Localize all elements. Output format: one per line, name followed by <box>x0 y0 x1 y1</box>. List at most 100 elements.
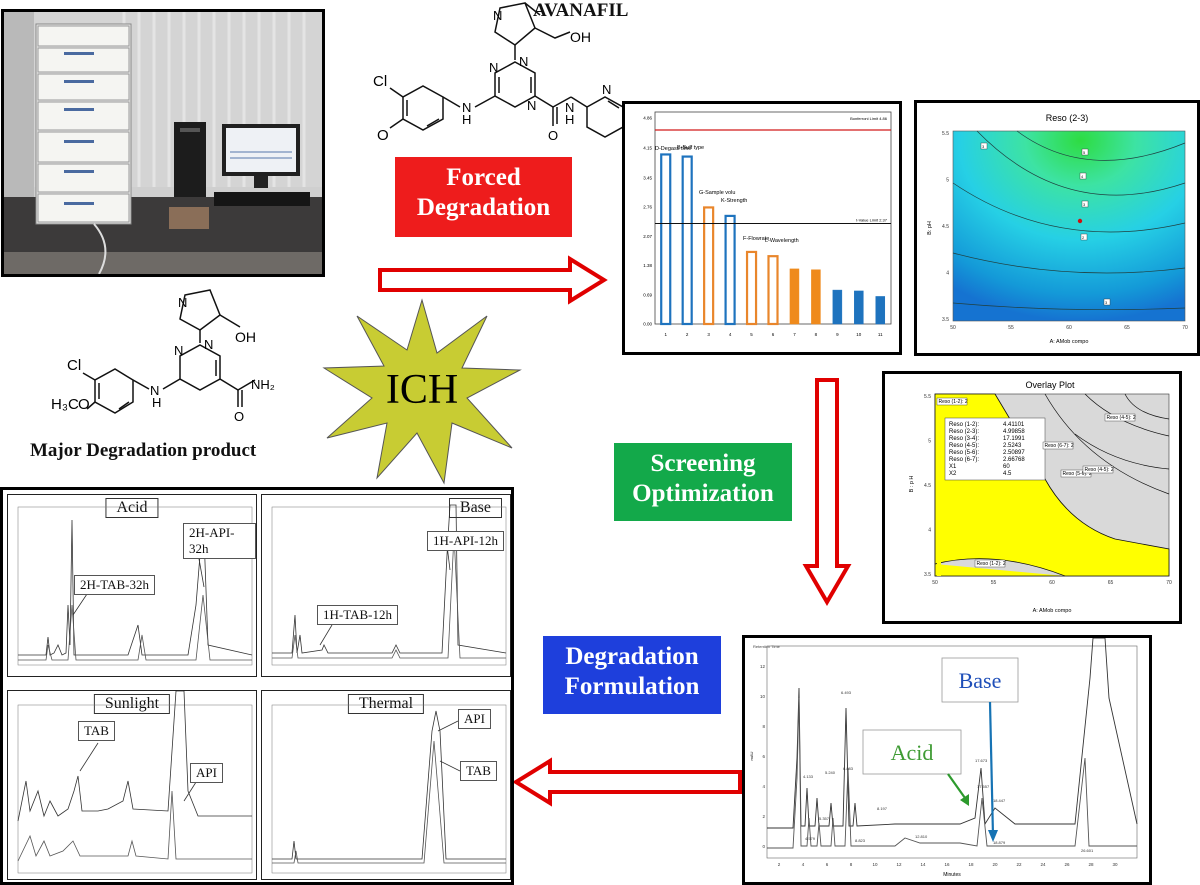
pareto-ytick: 2.07 <box>643 234 652 239</box>
degradant-oxo: O <box>234 409 244 424</box>
avanafil-n3: N <box>489 60 498 75</box>
acid-callout-label: Acid <box>891 740 934 765</box>
formulation-ytick: 10 <box>760 694 766 699</box>
degradant-nh-n: N <box>150 383 159 398</box>
degradant-h3c: H₃C <box>51 396 79 413</box>
axis-xtick: 50 <box>950 325 956 331</box>
contour-label-1: 3 <box>982 144 985 149</box>
sunlight-panel: Sunlight TAB API <box>7 690 257 880</box>
formulation-xtick: 18 <box>968 862 974 867</box>
formulation-xtick: 14 <box>920 862 926 867</box>
pareto-bar <box>767 255 779 326</box>
axis-xtick: 65 <box>1108 580 1114 586</box>
formulation-ytick: 2 <box>762 814 765 819</box>
base-trace-1 <box>272 504 507 654</box>
overlay-tag-box <box>936 397 968 406</box>
base-tag-api: 1H-API-12h <box>427 531 504 551</box>
acid-trace-2 <box>18 594 252 661</box>
overlay-readout-key: X1 <box>949 464 957 470</box>
degradation-formulation-banner: Degradation Formulation <box>543 636 721 714</box>
formulation-peak-label: 17.557 <box>977 784 990 789</box>
pareto-bar <box>703 206 715 326</box>
contour-design-point <box>1077 218 1083 224</box>
axis-ytick: 5 <box>928 439 931 445</box>
arrow-right-top <box>378 255 608 305</box>
acid-title: Acid <box>105 498 159 518</box>
axis-ytick: 4 <box>946 271 949 277</box>
pareto-xtick: 3 <box>707 332 710 337</box>
pareto-xtick: 5 <box>750 332 753 337</box>
pareto-ytick: 1.38 <box>643 263 652 268</box>
thermal-title: Thermal <box>347 694 425 714</box>
thermal-trace-1 <box>272 710 506 860</box>
formulation-ytick: 12 <box>760 664 766 669</box>
formulation-peak-label: 6.493 <box>841 690 852 695</box>
arrow-down <box>802 378 852 606</box>
overlay-readout-value: 2.66768 <box>1003 457 1025 463</box>
pareto-factor-label: L-Wavelength <box>765 238 799 244</box>
formulation-ytick: 4 <box>762 784 765 789</box>
axis-xtick: 70 <box>1166 580 1172 586</box>
formulation-xtick: 20 <box>992 862 998 867</box>
ich-label: ICH <box>386 367 458 413</box>
overlay-readout-key: Reso (5-6): <box>949 450 979 456</box>
formulation-peak-label: 26.601 <box>1081 848 1094 853</box>
formulation-ytick: 0 <box>762 844 765 849</box>
avanafil-amide-o: O <box>548 128 558 143</box>
contour-label-4: 3 <box>1083 202 1086 207</box>
formulation-peak-label: 4.579 <box>805 836 816 841</box>
avanafil-n2: N <box>519 54 528 69</box>
contour-label-6: 3 <box>1105 300 1108 305</box>
axis-ytick: 3.5 <box>942 317 949 323</box>
degradant-nh-h: H <box>152 395 161 410</box>
degradant-n2: N <box>204 337 213 352</box>
overlay-xlabel: A: AMob compo <box>1033 608 1072 614</box>
axis-xtick: 70 <box>1182 325 1188 331</box>
overlay-readout-value: 17.1991 <box>1003 436 1025 442</box>
axis-xtick: 60 <box>1066 325 1072 331</box>
pareto-xtick: 11 <box>878 332 883 337</box>
t-value-limit-label: t-Value Limit 2.37 <box>856 218 888 223</box>
overlay-tag: Reso (6-7): 2 <box>1045 443 1074 449</box>
pareto-factor-label: D-Degass time <box>655 146 691 152</box>
overlay-tag-box <box>1104 413 1136 422</box>
overlay-readout-key: X2 <box>949 471 957 477</box>
contour-ylabel: B: pH <box>927 221 933 235</box>
sunlight-title: Sunlight <box>93 694 171 714</box>
avanafil-o: O <box>377 127 389 144</box>
overlay-readout-value: 4.41101 <box>1003 422 1025 428</box>
thermal-panel: Thermal API TAB <box>261 690 511 880</box>
degradant-o: O <box>78 396 90 413</box>
overlay-readout-value: 60 <box>1003 464 1010 470</box>
overlay-tag: Reso (1-2): 2 <box>939 399 968 405</box>
formulation-xtick: 26 <box>1064 862 1070 867</box>
overlay-readout-key: Reso (3-4): <box>949 436 979 442</box>
overlay-readout-key: Reso (6-7): <box>949 457 979 463</box>
thermal-tag-api: API <box>458 709 491 729</box>
avanafil-nh-h: H <box>462 112 471 127</box>
degradant-cl: Cl <box>67 357 81 374</box>
pareto-bar <box>681 155 693 326</box>
overlay-readout-value: 4.5 <box>1003 471 1012 477</box>
pareto-xtick: 1 <box>664 332 667 337</box>
axis-ytick: 5.5 <box>942 131 949 137</box>
acid-trace-1 <box>18 519 253 656</box>
base-tag-tab: 1H-TAB-12h <box>317 605 399 625</box>
sunlight-tag-api: API <box>190 763 223 783</box>
pareto-xtick: 6 <box>772 332 775 337</box>
ich-star: ICH <box>322 298 522 485</box>
avanafil-structure: N N N N N H N H O N OH Cl O <box>373 2 624 144</box>
degradant-nh2: NH₂ <box>251 377 275 392</box>
pareto-ytick: 4.15 <box>643 146 652 151</box>
pareto-factor-label: K-Strength <box>721 198 747 204</box>
contour-title: Reso (2-3) <box>1046 113 1089 123</box>
sunlight-tag-tab: TAB <box>78 721 115 741</box>
degradant-n3: N <box>174 343 183 358</box>
chromatogram-trace-acid <box>767 697 1137 849</box>
pareto-factor-label: F-Flowrate <box>743 236 769 242</box>
overlay-ylabel: B : p H <box>909 476 915 493</box>
axis-xtick: 50 <box>932 580 938 586</box>
sunlight-trace-2 <box>17 790 252 862</box>
